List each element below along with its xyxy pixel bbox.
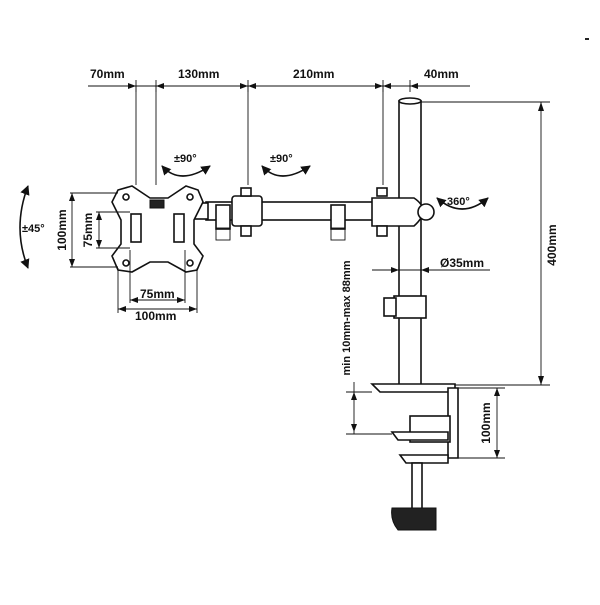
- rotate-pole-arrow: [436, 197, 489, 210]
- top-dimension-line: [88, 80, 470, 185]
- dim-vesa-vertical-75mm: 75mm: [81, 213, 95, 248]
- clamp-range-dims: [346, 382, 392, 435]
- dim-vesa-vertical-100mm: 100mm: [55, 209, 69, 250]
- desk-clamp: [370, 383, 459, 531]
- dim-210mm: 210mm: [293, 67, 334, 81]
- corner-mark: [585, 38, 589, 40]
- angle-swivel-mid-90: ±90°: [270, 153, 293, 165]
- dim-clamp-range: min 10mm-max 88mm: [341, 260, 353, 375]
- angle-swivel-head-90: ±90°: [174, 153, 197, 165]
- dim-diameter-35mm: Ø35mm: [440, 256, 484, 270]
- dim-clamp-100mm: 100mm: [479, 402, 493, 443]
- dim-vesa-horizontal-75mm: 75mm: [140, 287, 175, 301]
- dim-40mm: 40mm: [424, 67, 459, 81]
- height-dimension-line: [420, 101, 550, 386]
- vesa-plate: [111, 185, 204, 273]
- angle-rotate-360: 360°: [447, 196, 470, 208]
- vertical-pole: [383, 97, 427, 390]
- swivel-mid-arrow: [261, 165, 311, 177]
- dim-vesa-horizontal-100mm: 100mm: [135, 309, 176, 323]
- tilt-arrow: [19, 185, 30, 269]
- swivel-head-arrow: [161, 165, 211, 177]
- vesa-horizontal-dims: [117, 250, 198, 313]
- angle-tilt-45: ±45°: [22, 223, 45, 235]
- dim-130mm: 130mm: [178, 67, 219, 81]
- dim-400mm: 400mm: [545, 224, 559, 265]
- dim-70mm: 70mm: [90, 67, 125, 81]
- clamp-height-dims: [458, 387, 505, 459]
- vesa-vertical-dims: [69, 192, 130, 268]
- extension-arm: [193, 187, 435, 241]
- diameter-marker: [372, 267, 490, 273]
